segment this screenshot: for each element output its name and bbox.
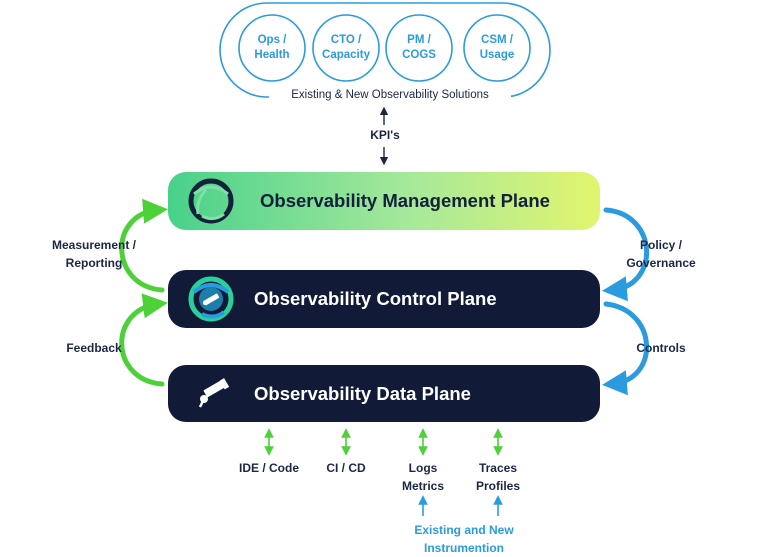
controls-label: Controls: [636, 341, 686, 355]
management-plane-icon: [188, 178, 234, 224]
data-plane-title: Observability Data Plane: [254, 382, 471, 404]
measurement-reporting-label: Measurement / Reporting: [51, 238, 137, 270]
solution-circle: [385, 14, 453, 82]
control-plane: Observability Control Plane: [168, 270, 600, 328]
kpi-label: KPI's: [370, 128, 400, 142]
traces-profiles-label: Traces Profiles: [475, 461, 520, 493]
telescope-icon: [198, 378, 230, 408]
feedback-label: Feedback: [66, 341, 122, 355]
solutions-caption: Existing & New Observability Solutions: [269, 89, 511, 101]
policy-loop-arrow: [602, 207, 649, 302]
cicd-label: CI / CD: [326, 461, 366, 475]
solution-circle: [238, 14, 306, 82]
solution-circle: [463, 14, 531, 82]
policy-governance-label: Policy / Governance: [626, 238, 696, 270]
logs-metrics-label: Logs Metrics: [401, 461, 445, 493]
control-plane-title: Observability Control Plane: [254, 288, 497, 309]
solution-cto-capacity: CTO / Capacity: [322, 34, 370, 61]
management-plane: Observability Management Plane: [168, 172, 600, 230]
solution-circle: [312, 14, 380, 82]
management-plane-title: Observability Management Plane: [260, 190, 550, 211]
control-plane-icon: [188, 276, 234, 322]
solution-csm-usage: CSM / Usage: [479, 34, 515, 61]
measurement-loop-arrow: [119, 198, 168, 293]
ide-code-label: IDE / Code: [238, 461, 299, 475]
feedback-loop-arrow: [119, 293, 168, 387]
data-plane: Observability Data Plane: [168, 365, 600, 422]
solution-pm-cogs: PM / COGS: [402, 34, 436, 61]
controls-loop-arrow: [602, 301, 649, 396]
solution-ops-health: Ops / Health: [254, 34, 290, 61]
